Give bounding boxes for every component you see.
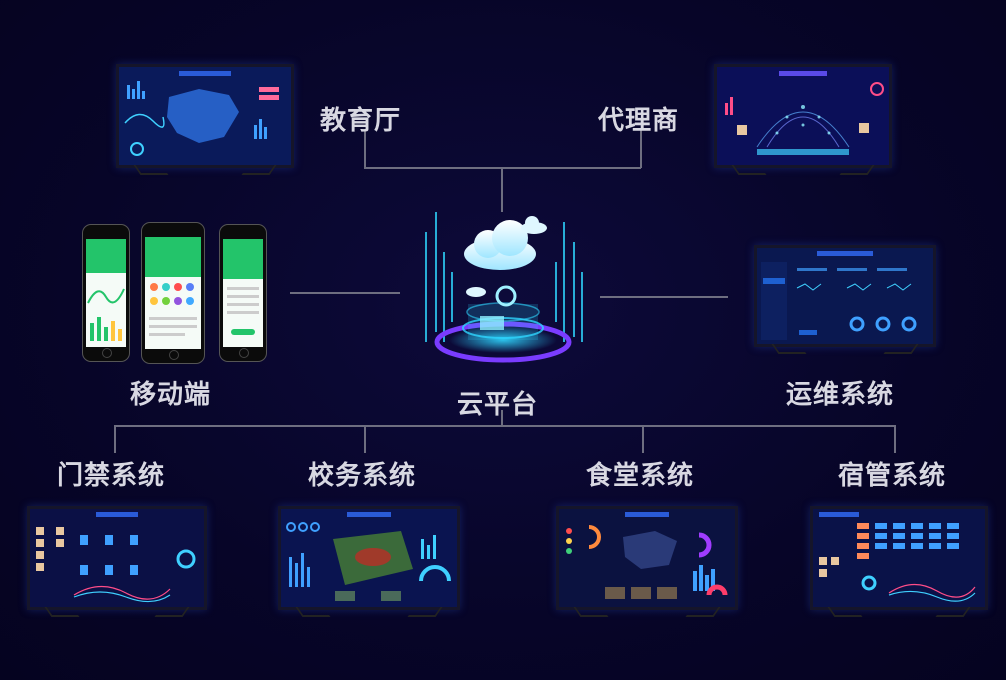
connector-dorm-drop [894,425,896,453]
connector-edu-vertical [364,130,366,168]
label-dorm: 宿管系统 [838,461,947,491]
ops-screen [754,245,936,354]
label-ops: 运维系统 [786,380,895,410]
connector-canteen-drop [642,425,644,453]
phone-1 [82,224,130,362]
access-screen [27,506,207,617]
label-edu: 教育厅 [320,106,402,136]
label-canteen: 食堂系统 [586,461,695,491]
label-agent: 代理商 [598,106,680,136]
school-screen [278,506,460,617]
connector-ops [600,296,728,298]
dorm-screen [810,506,988,617]
agent-screen [714,64,892,175]
label-access: 门禁系统 [57,461,166,491]
cloud-platform-icon [418,192,588,382]
connector-bottom-stem [501,410,503,426]
connector-agent-vertical [640,130,642,168]
connector-school-drop [364,425,366,453]
connector-access-drop [114,425,116,453]
connector-top-stem [501,168,503,212]
edu-screen [116,64,294,175]
label-mobile: 移动端 [130,380,212,410]
canteen-screen [556,506,738,617]
connector-mobile [290,292,400,294]
connector-bottom-horizontal [114,425,895,427]
label-center: 云平台 [457,390,539,420]
phone-2 [141,222,205,364]
label-school: 校务系统 [308,461,417,491]
phone-3 [219,224,267,362]
